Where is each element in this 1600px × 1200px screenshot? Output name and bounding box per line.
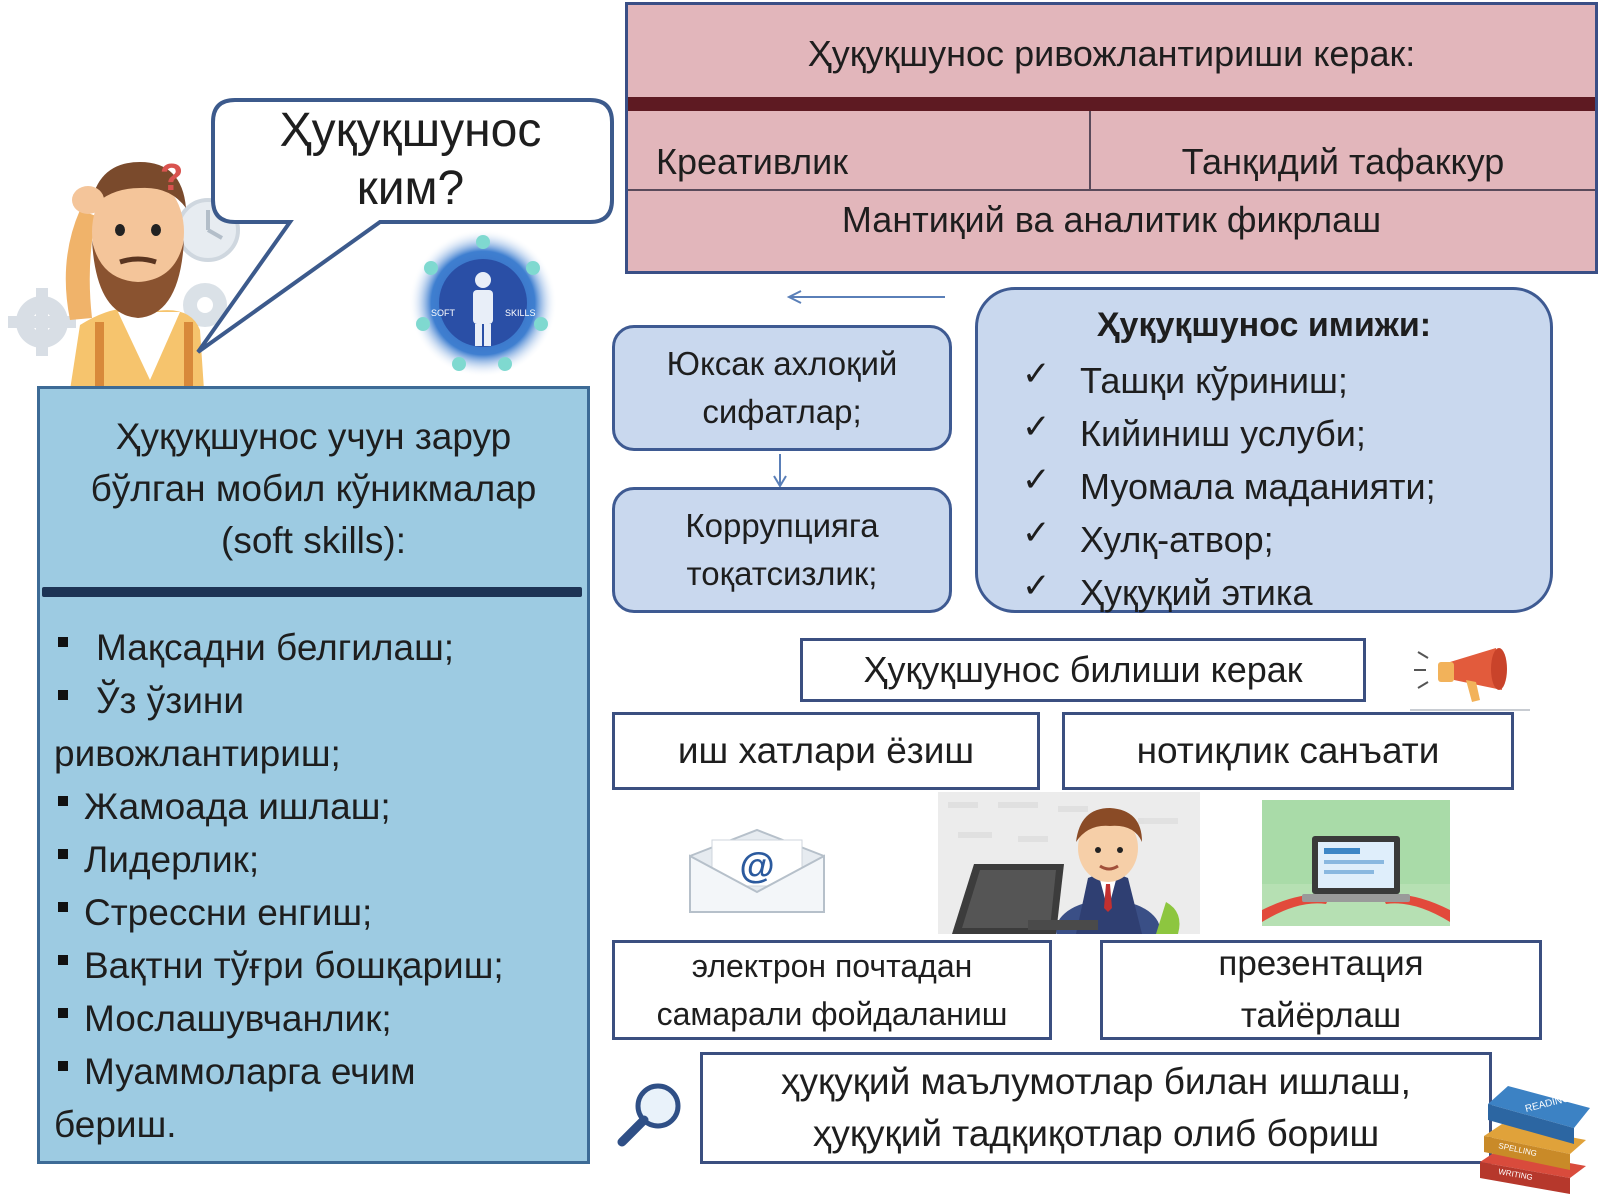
check-icon: ✓ (1022, 513, 1051, 553)
thinking-person-illustration: ? (8, 98, 614, 390)
presentation-laptop-icon (1262, 800, 1450, 926)
development-title: Ҳуқуқшунос ривожлантириши керак: (807, 33, 1416, 74)
list-item: Мослашувчанлик; (54, 992, 584, 1045)
creativity-cell: Креативлик (628, 111, 1091, 191)
effective-email-use-box: электрон почтадан самарали фойдаланиш (612, 940, 1052, 1040)
arrow-down-icon (773, 454, 787, 488)
presentation-preparation-box: презентация тайёрлаш (1100, 940, 1542, 1040)
list-item: ✓Ташқи кўриниш; (1022, 354, 1542, 407)
list-item: Лидерлик; (54, 833, 584, 886)
soft-skills-panel: Ҳуқуқшунос учун зарур бўлган мобил кўник… (37, 386, 590, 1164)
list-item: Ўз ўзини (54, 674, 584, 727)
books-icon: READING SPELLING WRITING (1480, 1086, 1590, 1194)
soft-skills-list: Мақсадни белгилаш; Ўз ўзини ривожлантири… (54, 621, 584, 1151)
intolerance-to-corruption-box: Коррупцияга тоқатсизлик; (612, 487, 952, 613)
check-icon: ✓ (1022, 407, 1051, 447)
speech-bubble (196, 98, 614, 354)
lawyer-image-box: Ҳуқуқшунос имижи: ✓Ташқи кўриниш; ✓Кийин… (975, 287, 1553, 613)
check-icon: ✓ (1022, 354, 1051, 394)
list-item: Муаммоларга ечим (54, 1045, 584, 1098)
at-sign-icon: @ (739, 845, 774, 886)
skills-label: SKILLS (505, 308, 536, 318)
logical-thinking-cell: Мантиқий ва аналитик фикрлаш (841, 199, 1382, 240)
list-item: ✓Кийиниш услуби; (1022, 407, 1542, 460)
writing-business-letters-box: иш хатлари ёзиш (612, 712, 1040, 790)
development-divider (628, 97, 1595, 111)
development-block: Ҳуқуқшунос ривожлантириши керак: Креатив… (625, 2, 1598, 274)
email-envelope-icon: @ (689, 828, 825, 913)
gear-icon (8, 288, 76, 356)
lawyer-image-title: Ҳуқуқшунос имижи: (1096, 306, 1432, 344)
list-item: Вақтни тўғри бошқариш; (54, 939, 584, 992)
oratory-art-box: нотиқлик санъати (1062, 712, 1514, 790)
soft-skills-badge-icon: SOFT SKILLS (409, 229, 557, 377)
list-item: Стрессни енгиш; (54, 886, 584, 939)
list-item: Мақсадни белгилаш; (54, 621, 584, 674)
list-item-continuation: бериш. (54, 1104, 177, 1145)
legal-research-box: ҳуқуқий маълумотлар билан ишлаш, ҳуқуқий… (700, 1052, 1492, 1164)
critical-thinking-cell: Танқидий тафаккур (1091, 111, 1595, 191)
list-item: ✓Муомала маданияти; (1022, 460, 1542, 513)
who-is-lawyer-question: Ҳуқуқшунос ким? (279, 104, 542, 215)
soft-skills-divider (42, 587, 582, 597)
megaphone-icon (1410, 648, 1530, 711)
question-mark-icon: ? (160, 157, 183, 199)
list-item-continuation: ривожлантириш; (54, 733, 341, 774)
list-item: ✓Хулқ-атвор; (1022, 513, 1542, 566)
man-with-laptop-illustration (938, 792, 1200, 934)
high-moral-qualities-box: Юксак ахлоқий сифатлар; (612, 325, 952, 451)
soft-skills-title: Ҳуқуқшунос учун зарур бўлган мобил кўник… (90, 416, 537, 561)
arrow-left-icon (786, 290, 945, 304)
lawyer-image-list: ✓Ташқи кўриниш; ✓Кийиниш услуби; ✓Муомал… (1022, 354, 1542, 619)
gear-icon (183, 283, 227, 327)
soft-label: SOFT (431, 308, 456, 318)
magnifier-icon (617, 1083, 681, 1147)
lawyer-must-know-heading: Ҳуқуқшунос билиши керак (800, 638, 1366, 702)
list-item: ✓Ҳуқуқий этика (1022, 566, 1542, 619)
list-item: Жамоада ишлаш; (54, 780, 584, 833)
check-icon: ✓ (1022, 566, 1051, 606)
check-icon: ✓ (1022, 460, 1051, 500)
